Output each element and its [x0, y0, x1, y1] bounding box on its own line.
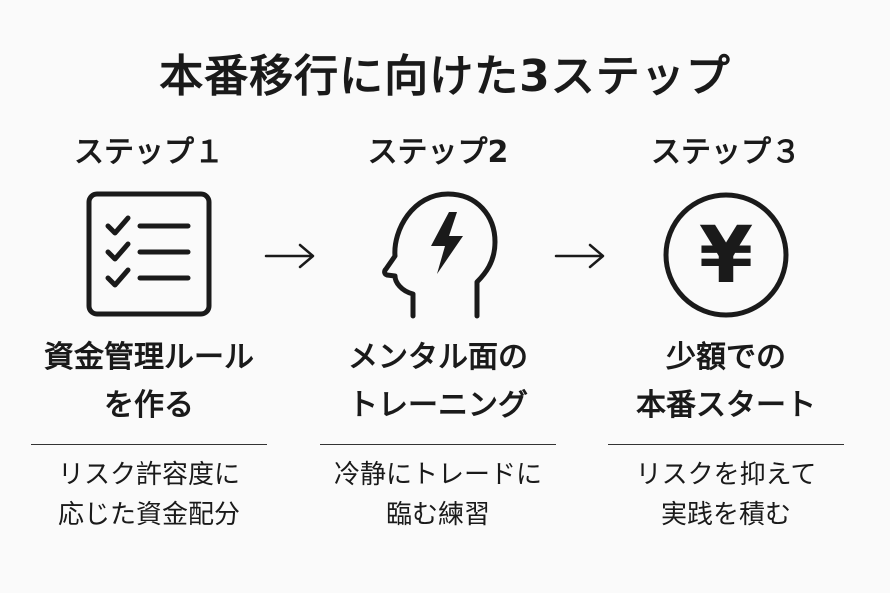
step-3-desc: リスクを抑えて 実践を積む: [596, 455, 856, 535]
step-1-desc-line2: 応じた資金配分: [57, 500, 240, 530]
yen-symbol: ¥: [699, 211, 753, 301]
step-2-heading: メンタル面の トレーニング: [308, 334, 568, 430]
step-3: ステップ３ ¥ 少額での 本番スタート リスクを抑えて 実践を積む: [596, 132, 856, 535]
step-3-label: ステップ３: [651, 135, 801, 170]
step-2-divider: [320, 444, 556, 445]
page-title: 本番移行に向けた3ステップ: [159, 51, 731, 102]
step-1: ステップ１ 資金管理ルール を作る リスク許容度に 応じた資金配分: [19, 132, 279, 535]
step-2-desc: 冷静にトレードに 臨む練習: [308, 455, 568, 535]
step-2-label: ステップ2: [367, 135, 509, 170]
step-1-desc-line1: リスク許容度に: [57, 460, 240, 490]
step-3-heading-line1: 少額での: [666, 340, 786, 375]
arrow-right-icon: [262, 240, 318, 276]
step-2: ステップ2 メンタル面の トレーニング 冷静にトレードに 臨む練習: [308, 132, 568, 535]
step-1-heading: 資金管理ルール を作る: [19, 334, 279, 430]
step-3-divider: [608, 444, 844, 445]
arrow-right-icon: [552, 240, 608, 276]
step-2-heading-line2: トレーニング: [348, 388, 528, 423]
step-1-divider: [31, 444, 267, 445]
step-3-desc-line1: リスクを抑えて: [635, 460, 817, 490]
step-1-heading-line2: を作る: [104, 388, 194, 423]
step-3-heading-line2: 本番スタート: [636, 388, 816, 423]
step-3-desc-line2: 実践を積む: [660, 500, 791, 530]
yen-coin-icon: ¥: [596, 190, 856, 320]
step-1-heading-line1: 資金管理ルール: [44, 340, 254, 375]
step-1-label: ステップ１: [74, 135, 224, 170]
step-2-desc-line2: 臨む練習: [385, 500, 490, 530]
step-2-desc-line1: 冷静にトレードに: [333, 460, 542, 490]
step-2-heading-line1: メンタル面の: [348, 340, 528, 375]
checklist-icon: [19, 190, 279, 320]
head-lightning-icon: [308, 190, 568, 320]
step-1-desc: リスク許容度に 応じた資金配分: [19, 455, 279, 535]
step-3-heading: 少額での 本番スタート: [596, 334, 856, 430]
